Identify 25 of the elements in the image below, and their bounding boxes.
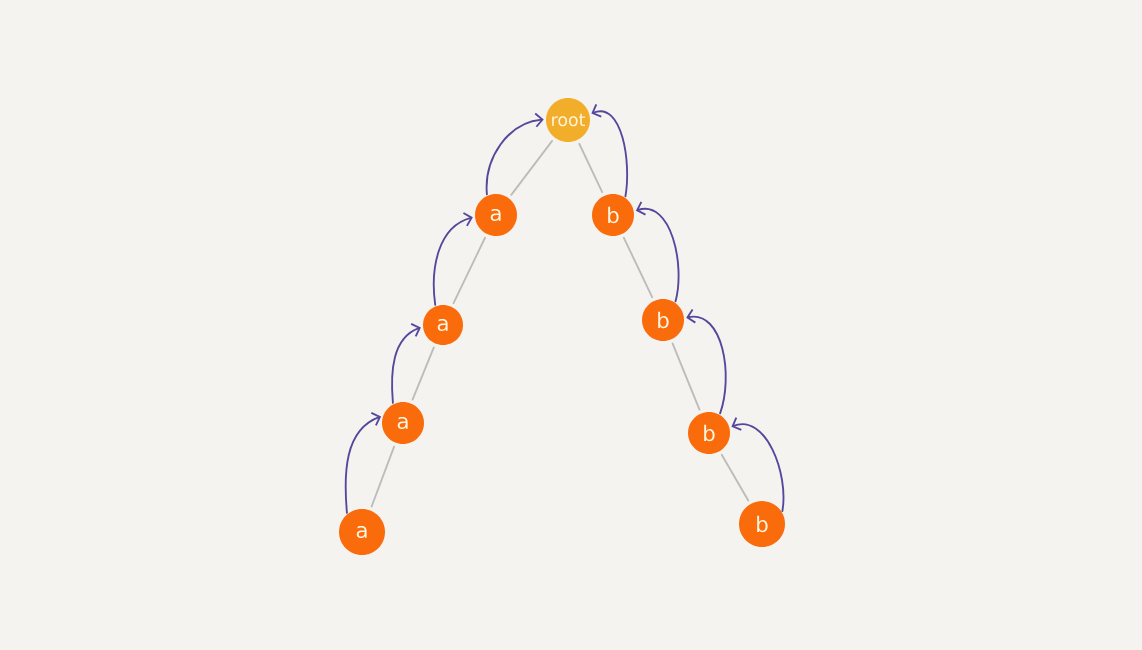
tree-node: b: [642, 299, 684, 341]
tree-node: b: [592, 194, 634, 236]
curved-arrow: [344, 411, 382, 514]
tree-node: a: [339, 509, 385, 555]
curved-arrow: [432, 212, 473, 306]
connector-line: [720, 453, 750, 502]
connector-line: [622, 236, 654, 299]
connector-line: [671, 342, 701, 411]
tree-node: a: [382, 402, 424, 444]
curved-arrow: [485, 112, 544, 196]
tree-node: a: [475, 194, 517, 236]
connector-line: [370, 445, 396, 508]
connector-line: [452, 236, 486, 305]
curved-arrow: [591, 103, 629, 198]
connector-line: [411, 346, 435, 401]
connector-line: [578, 142, 604, 194]
tree-node: b: [688, 412, 730, 454]
curved-arrow: [635, 200, 680, 303]
connector-line: [510, 140, 554, 196]
root-node: root: [546, 98, 590, 142]
tree-node: b: [739, 501, 785, 547]
tree-node: a: [423, 305, 463, 345]
curved-arrow: [391, 323, 421, 404]
curved-arrow: [731, 416, 785, 512]
curved-arrow: [686, 308, 727, 415]
